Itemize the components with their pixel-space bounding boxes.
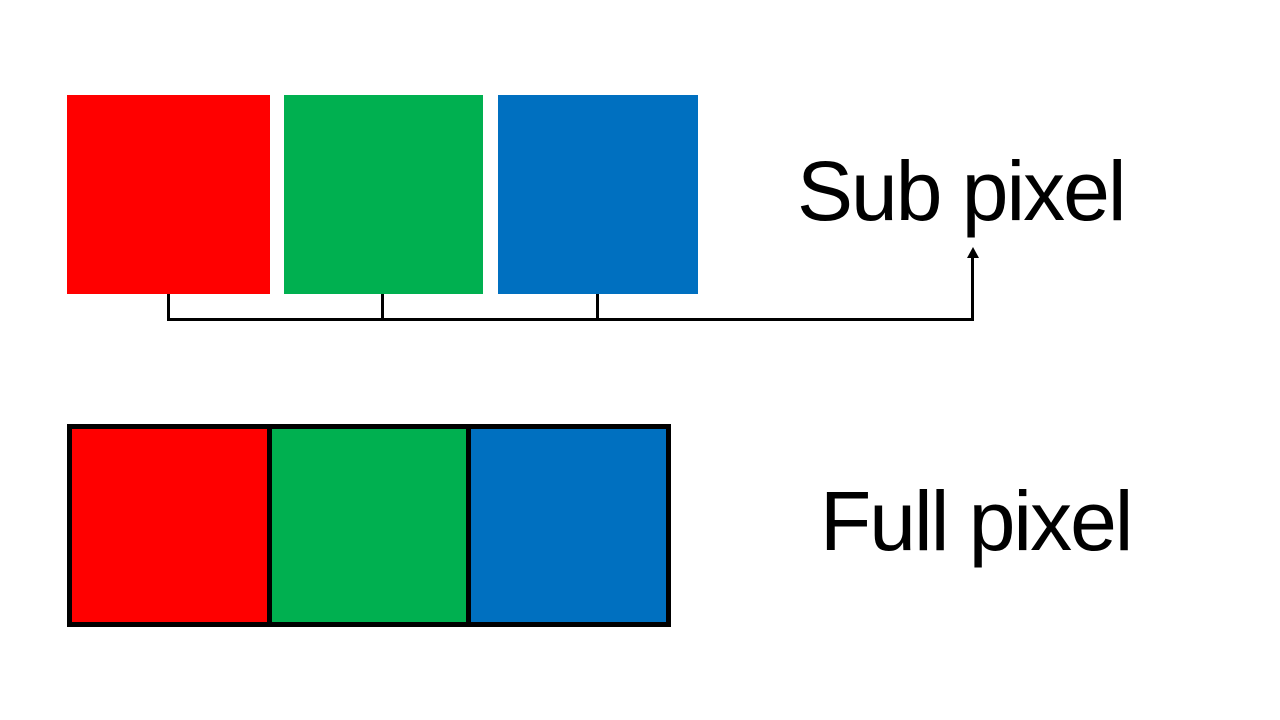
sub-pixel-green-square [284, 95, 483, 294]
full-pixel-label: Full pixel [820, 474, 1133, 568]
full-pixel-blue-cell [471, 429, 667, 622]
full-pixel-box [67, 424, 671, 627]
bracket-horizontal-line [167, 318, 974, 321]
full-pixel-green-cell [266, 429, 472, 622]
bracket-tick-red [167, 294, 170, 320]
full-pixel-red-cell [72, 429, 267, 622]
bracket-tick-blue [596, 294, 599, 320]
arrow-up-icon [967, 247, 979, 258]
bracket-tick-green [381, 294, 384, 320]
sub-pixel-blue-square [498, 95, 698, 294]
sub-pixel-label: Sub pixel [797, 144, 1127, 238]
arrow-shaft [971, 256, 974, 321]
sub-pixel-red-square [67, 95, 270, 294]
